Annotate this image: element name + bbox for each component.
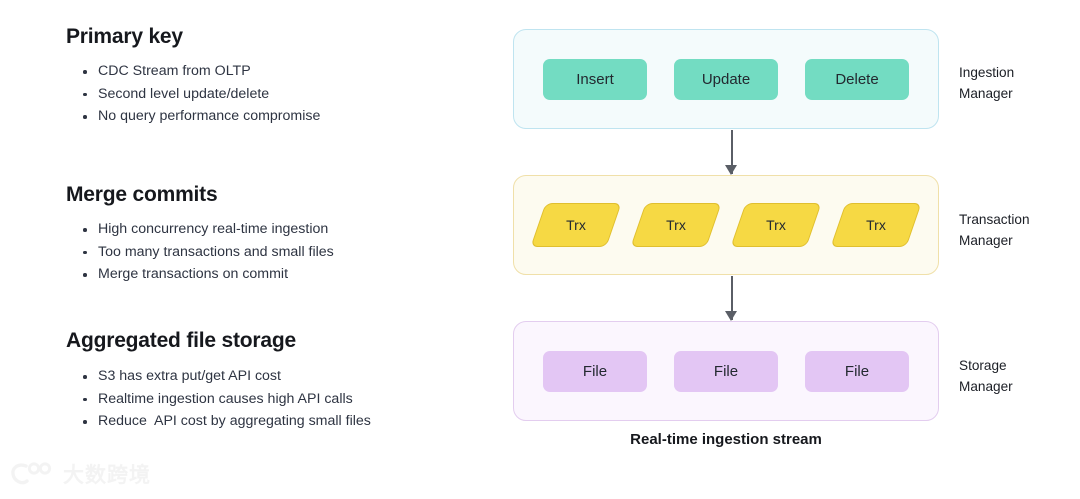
list-item: Realtime ingestion causes high API calls	[66, 388, 371, 411]
chip-trx-3: Trx	[730, 203, 822, 247]
chip-row-operations: Insert Update Delete	[514, 58, 938, 100]
bullet-list: CDC Stream from OLTP Second level update…	[66, 60, 320, 128]
list-item: High concurrency real-time ingestion	[66, 218, 334, 241]
section-merge-commits: Merge commits High concurrency real-time…	[66, 182, 334, 286]
label-line-2: Manager	[959, 233, 1013, 248]
chip-label: Insert	[576, 70, 614, 88]
chip-row-files: File File File	[514, 350, 938, 392]
chip-label: Trx	[866, 217, 886, 233]
arrow-head-icon	[725, 165, 737, 175]
section-primary-key: Primary key CDC Stream from OLTP Second …	[66, 24, 320, 128]
chip-label: File	[713, 362, 739, 380]
arrow-shaft	[731, 276, 733, 320]
chip-update: Update	[674, 58, 778, 100]
chip-label: File	[582, 362, 608, 380]
label-transaction-manager: Transaction Manager	[959, 209, 1030, 251]
label-line-1: Ingestion	[959, 65, 1015, 80]
chip-trx-2: Trx	[630, 203, 722, 247]
label-line-2: Manager	[959, 379, 1013, 394]
chip-trx-1: Trx	[530, 203, 622, 247]
chip-row-transactions: Trx Trx Trx Trx	[514, 203, 938, 247]
list-item: No query performance compromise	[66, 105, 320, 128]
label-line-2: Manager	[959, 86, 1013, 101]
chip-label: Update	[701, 70, 751, 88]
list-item: Merge transactions on commit	[66, 263, 334, 286]
chip-trx-4: Trx	[830, 203, 922, 247]
diagram-caption: Real-time ingestion stream	[630, 431, 822, 448]
panel-ingestion-manager: Insert Update Delete	[513, 29, 939, 129]
section-title: Aggregated file storage	[66, 329, 296, 352]
list-item: Reduce API cost by aggregating small fil…	[66, 410, 371, 433]
watermark: 大数跨境	[10, 459, 151, 489]
chip-label: Delete	[835, 70, 879, 88]
list-item: Too many transactions and small files	[66, 241, 334, 264]
chip-file-1: File	[543, 350, 647, 392]
arrow-ingestion-to-transaction	[725, 130, 738, 175]
chip-file-3: File	[805, 350, 909, 392]
label-line-1: Transaction	[959, 212, 1030, 227]
label-storage-manager: Storage Manager	[959, 355, 1013, 397]
chip-insert: Insert	[543, 58, 647, 100]
arrow-head-icon	[725, 311, 737, 321]
panel-storage-manager: File File File	[513, 321, 939, 421]
chip-label: Trx	[766, 217, 786, 233]
chip-delete: Delete	[805, 58, 909, 100]
label-line-1: Storage	[959, 358, 1007, 373]
section-title: Merge commits	[66, 183, 218, 206]
chip-label: File	[844, 362, 870, 380]
section-title: Primary key	[66, 25, 183, 48]
label-ingestion-manager: Ingestion Manager	[959, 62, 1014, 104]
bullet-list: High concurrency real-time ingestion Too…	[66, 218, 334, 286]
chip-label: Trx	[566, 217, 586, 233]
section-aggregated-file-storage: Aggregated file storage S3 has extra put…	[66, 328, 371, 433]
list-item: S3 has extra put/get API cost	[66, 365, 371, 388]
watermark-text: 大数跨境	[63, 463, 151, 487]
list-item: CDC Stream from OLTP	[66, 60, 320, 83]
arrow-transaction-to-storage	[725, 276, 738, 321]
chip-file-2: File	[674, 350, 778, 392]
list-item: Second level update/delete	[66, 83, 320, 106]
panel-transaction-manager: Trx Trx Trx Trx	[513, 175, 939, 275]
bullet-list: S3 has extra put/get API cost Realtime i…	[66, 365, 371, 433]
arrow-shaft	[731, 130, 733, 174]
chip-label: Trx	[666, 217, 686, 233]
watermark-logo-icon	[10, 461, 54, 487]
